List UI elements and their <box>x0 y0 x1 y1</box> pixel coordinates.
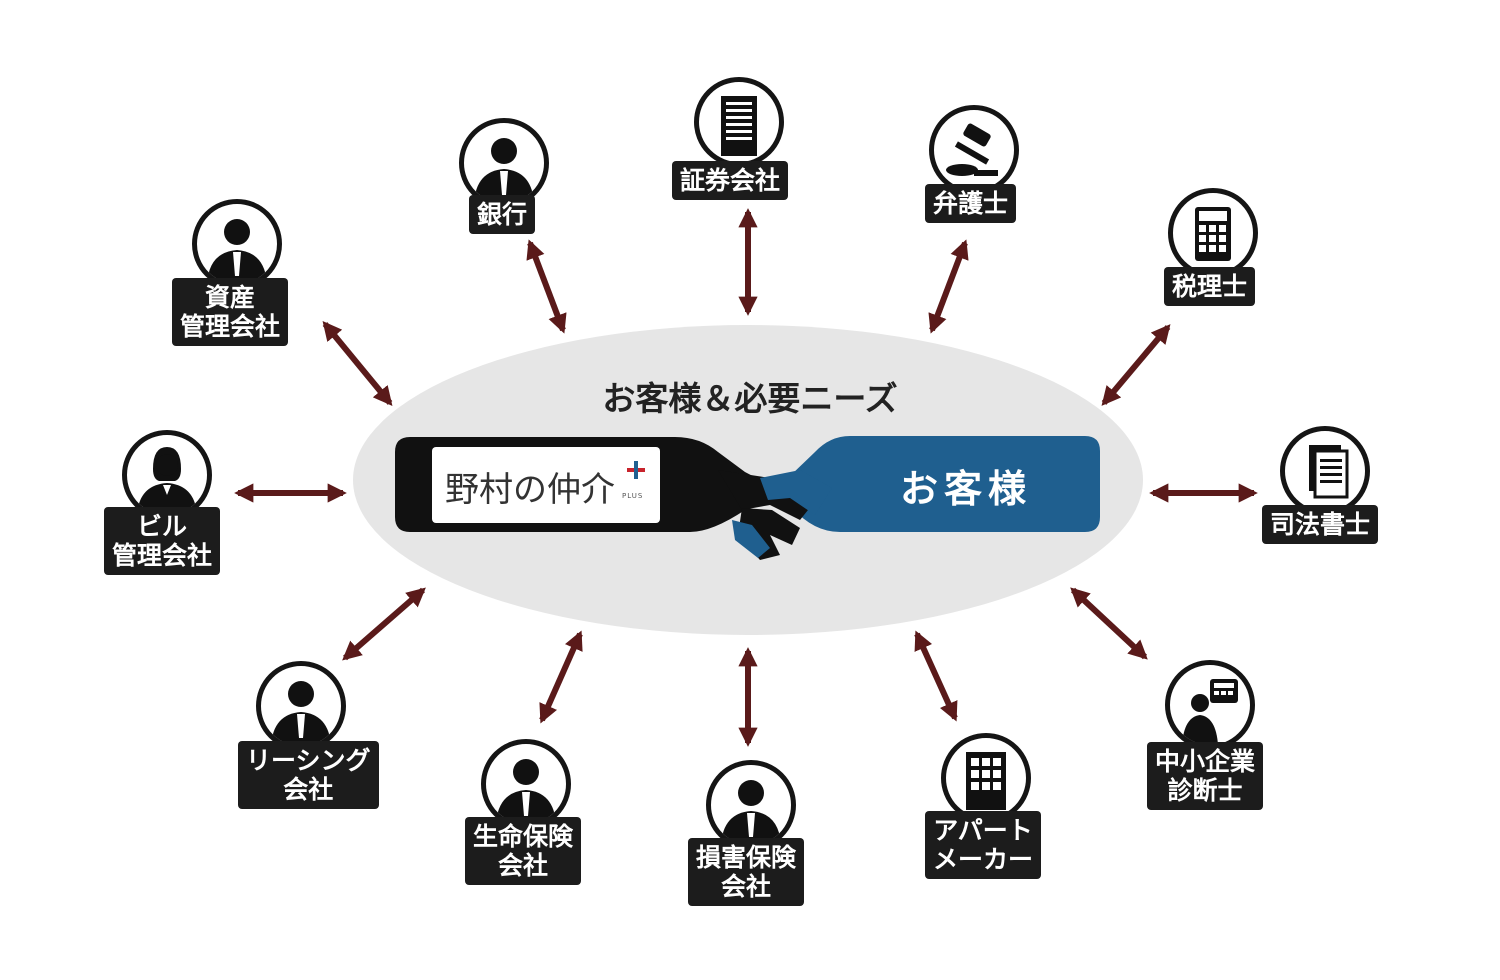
partner-label: 証券会社 <box>672 161 789 200</box>
partner-label: 中小企業診断士 <box>1147 742 1264 810</box>
consultant-icon <box>1165 660 1255 750</box>
arrow-bank <box>526 239 567 334</box>
document-icon <box>1280 426 1370 516</box>
partner-label: アパートメーカー <box>925 811 1042 879</box>
customer-label: お客様 <box>900 467 1033 511</box>
arrow-leasing <box>342 587 426 661</box>
partner-label: 資産管理会社 <box>172 278 289 346</box>
partner-label: ビル管理会社 <box>104 507 221 575</box>
nomura-brand-plus: PLUS <box>622 492 644 500</box>
businesswoman-icon <box>122 430 212 520</box>
center-title: お客様＆必要ニーズ <box>602 379 898 418</box>
nomura-logo-box <box>432 447 660 523</box>
gavel-icon <box>929 105 1019 195</box>
businessman-icon <box>459 118 549 208</box>
partner-label: 生命保険会社 <box>465 817 582 885</box>
arrow-life-insurance <box>539 630 583 724</box>
partner-label: 銀行 <box>469 195 536 234</box>
arrow-asset-management <box>322 321 393 406</box>
arrow-apartment-maker <box>914 630 958 722</box>
partner-label: 税理士 <box>1164 267 1256 306</box>
partner-label: リーシング会社 <box>238 741 379 809</box>
apartment-icon <box>941 733 1031 823</box>
arrow-sme-consultant <box>1070 587 1148 660</box>
partner-label: 損害保険会社 <box>688 838 805 906</box>
nomura-brand-text: 野村の仲介 <box>445 470 615 510</box>
handshake-icon <box>718 470 832 560</box>
partner-label: 司法書士 <box>1262 505 1379 544</box>
businessman-icon <box>481 739 571 829</box>
businessman-icon <box>256 661 346 751</box>
connection-arrows <box>234 208 1258 747</box>
arrow-tax-accountant <box>1101 324 1171 406</box>
businessman-icon <box>192 199 282 289</box>
calculator-icon <box>1168 188 1258 278</box>
businessman-icon <box>706 760 796 850</box>
office-building-icon <box>694 77 784 167</box>
customer-pill <box>762 436 1100 532</box>
partner-label: 弁護士 <box>925 184 1017 223</box>
arrow-lawyer <box>928 239 969 334</box>
